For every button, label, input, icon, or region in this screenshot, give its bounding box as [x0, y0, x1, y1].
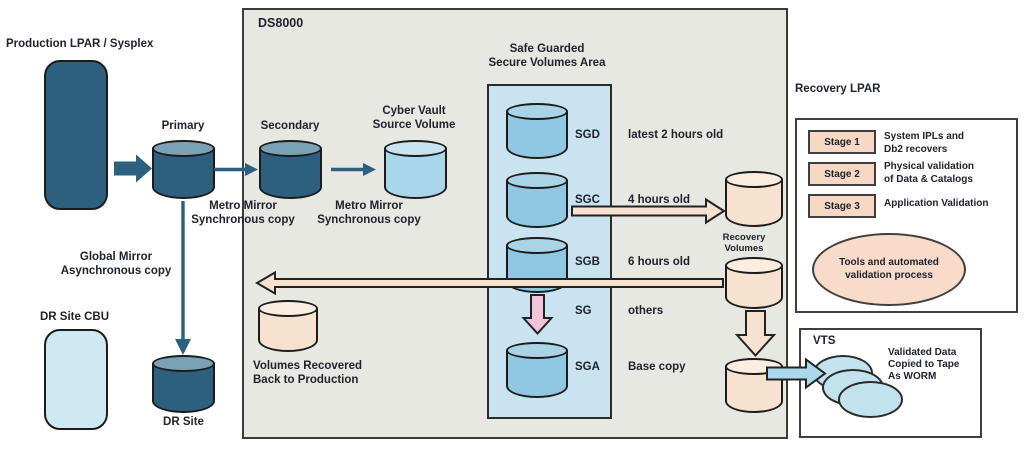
vts-note: Validated Data Copied to Tape As WORM: [888, 347, 960, 382]
tape-ellipse-3: [838, 381, 903, 418]
dr-site-label: DR Site: [163, 416, 204, 428]
sgb-desc: 6 hours old: [628, 256, 690, 268]
sgd-cylinder: [506, 103, 568, 159]
cylinder-cap: [506, 342, 568, 359]
validation-process-ellipse: Tools and automated validation process: [812, 233, 966, 306]
volumes-recovered-label: Volumes Recovered Back to Production: [253, 360, 363, 386]
cylinder-cap: [152, 355, 215, 372]
safe-guarded-title: Safe Guarded Secure Volumes Area: [488, 43, 606, 69]
stage-3-chip: Stage 3: [808, 194, 876, 218]
metro-mirror-primary-label: Metro Mirror Synchronous copy: [191, 200, 295, 226]
sgc-id: SGC: [575, 194, 600, 206]
recovery-volume-3-cylinder: [725, 358, 783, 413]
cylinder-cap: [152, 140, 215, 157]
cylinder-cap: [725, 171, 783, 188]
sg-desc: others: [628, 305, 664, 317]
recovery-volume-1-cylinder: [725, 171, 783, 227]
recovery-volumes-label: Recovery Volumes: [722, 232, 766, 255]
sgb-id: SGB: [575, 256, 600, 268]
cylinder-cap: [725, 257, 783, 274]
arrow-production-to-primary: [114, 154, 152, 183]
production-lpar-node: [44, 60, 108, 210]
stage-2-desc: Physical validation of Data & Catalogs: [884, 161, 975, 185]
recovery-lpar-label: Recovery LPAR: [795, 83, 881, 95]
production-lpar-label: Production LPAR / Sysplex: [6, 38, 154, 50]
primary-cylinder: [152, 140, 215, 199]
stage-1-desc: System IPLs and Db2 recovers: [884, 131, 965, 155]
cylinder-cap: [506, 172, 568, 189]
dr-site-cbu-label: DR Site CBU: [40, 311, 110, 323]
sgb-cylinder: [506, 237, 568, 293]
secondary-label: Secondary: [260, 120, 320, 132]
metro-mirror-secondary-label: Metro Mirror Synchronous copy: [317, 200, 421, 226]
sga-id: SGA: [575, 361, 600, 373]
stage-1-chip: Stage 1: [808, 130, 876, 154]
arrow-primary-to-drsite-head: [175, 339, 191, 355]
sgd-desc: latest 2 hours old: [628, 129, 724, 141]
cyber-vault-cylinder: [384, 140, 447, 199]
cylinder-cap: [259, 140, 322, 157]
cylinder-cap: [384, 140, 447, 157]
sga-cylinder: [506, 342, 568, 398]
stage-2-chip: Stage 2: [808, 162, 876, 186]
cylinder-cap: [506, 237, 568, 254]
vts-label: VTS: [813, 335, 836, 347]
global-mirror-label: Global Mirror Asynchronous copy: [60, 251, 172, 277]
sg-id: SG: [575, 305, 592, 317]
recovery-volume-2-cylinder: [725, 257, 783, 309]
dr-site-cbu-node: [44, 329, 108, 430]
primary-label: Primary: [161, 120, 205, 132]
sga-desc: Base copy: [628, 361, 686, 373]
secondary-cylinder: [259, 140, 322, 199]
ds8000-title: DS8000: [258, 16, 304, 30]
volumes-recovered-cylinder: [258, 300, 318, 352]
sgd-id: SGD: [575, 129, 600, 141]
stage-3-desc: Application Validation: [884, 198, 989, 209]
sgc-desc: 4 hours old: [628, 194, 690, 206]
cylinder-cap: [258, 300, 318, 317]
dr-site-cylinder: [152, 355, 215, 413]
cyber-vault-label: Cyber Vault Source Volume: [372, 105, 456, 131]
sgc-cylinder: [506, 172, 568, 228]
cylinder-cap: [506, 103, 568, 120]
